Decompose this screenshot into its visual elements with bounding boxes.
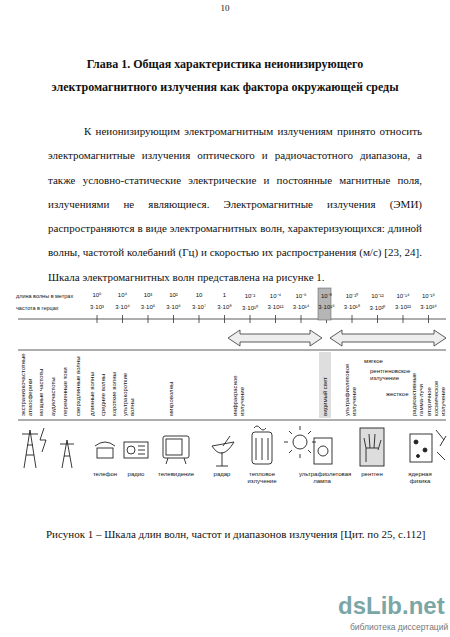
frequency-value: 3·10⁷ <box>186 304 212 310</box>
scale-axis <box>18 319 446 320</box>
band-label: сверхдлинные волны <box>75 354 82 416</box>
band-label: мощные частоты <box>38 354 45 416</box>
source-icons <box>293 435 307 449</box>
source-icons <box>414 440 418 444</box>
frequency-value: 3·10⁴ <box>110 304 136 310</box>
band-label: вторичное космическое излучение <box>426 354 447 416</box>
wavelength-value: 10⁻⁴ <box>263 292 289 300</box>
range-arrow <box>228 330 322 346</box>
band-label: рентгеновское излучение <box>370 368 418 382</box>
frequency-value: 3·10¹⁸ <box>339 304 365 310</box>
source-label: радар <box>207 471 237 478</box>
source-icons <box>163 436 189 458</box>
watermark: dsLib.net <box>338 592 445 620</box>
range-arrow <box>330 330 446 346</box>
frequency-value: 3·10⁶ <box>161 304 187 310</box>
scale-axis <box>18 350 446 351</box>
band-label: радиоактивные гамма-лучи <box>411 354 425 416</box>
frequency-value: 3·10¹² <box>263 304 289 310</box>
source-icons <box>22 430 38 468</box>
source-label: ультрафиолетовая лампа <box>299 471 345 485</box>
band-label: мягкое <box>364 358 404 365</box>
frequency-value: 3·10²⁰ <box>365 304 391 312</box>
axis-label: частота в герцах <box>16 305 88 311</box>
frequency-value: 3·10¹⁰ <box>237 304 263 312</box>
band-label: экстранизкочастотные атмосферики <box>20 354 34 416</box>
page-number: 10 <box>205 3 245 13</box>
wavelength-value: 10⁻¹⁰ <box>339 292 365 300</box>
chapter-heading: Глава 1. Общая характеристика неионизиру… <box>50 53 400 99</box>
source-icons <box>410 434 432 462</box>
range-arrow <box>228 330 446 346</box>
scale-axis <box>18 420 446 421</box>
source-label: рентген <box>355 471 389 478</box>
wavelength-value: 10⁻¹² <box>365 292 391 300</box>
source-icons <box>127 446 135 454</box>
source-icons <box>166 458 186 464</box>
axis-label: длина волны в метрах <box>16 293 88 299</box>
source-icons <box>284 426 316 458</box>
source-label: радио <box>121 471 151 478</box>
figure-caption: Рисунок 1 – Шкала длин волн, частот и ди… <box>46 528 425 540</box>
body-paragraph: К неионизирующим электромагнитным излуче… <box>48 119 422 289</box>
source-icons <box>254 426 268 460</box>
source-icons <box>216 436 230 466</box>
band-label: аудиочастоты <box>50 354 57 416</box>
wavelength-value: 1 <box>212 292 238 298</box>
band-label: микроволны <box>168 354 175 416</box>
source-icons <box>436 430 446 460</box>
band-label: инфракрасное излучение <box>232 354 246 416</box>
frequency-value: 3·10²² <box>390 304 416 310</box>
frequency-value: 3·10⁵ <box>135 304 161 310</box>
visible-light-band: видимый свет <box>319 352 331 418</box>
source-icons <box>212 442 234 453</box>
frequency-value: 3·10¹⁴ <box>288 304 314 310</box>
source-icons <box>360 428 384 466</box>
band-label: переменные токи <box>62 354 69 416</box>
source-icons <box>22 426 446 468</box>
frequency-value: 3·10³ <box>84 304 110 310</box>
source-icons <box>166 439 182 455</box>
source-icons <box>40 428 46 452</box>
wavelength-value: 10⁻² <box>237 292 263 300</box>
source-icons <box>97 448 113 458</box>
source-icons <box>417 455 420 458</box>
source-icons <box>124 442 148 458</box>
band-label: средние волны <box>100 354 107 416</box>
source-icons <box>364 434 381 462</box>
source-label: телевидение <box>154 471 198 478</box>
band-label: короткие волны <box>111 354 118 416</box>
band-label: ультрафиолетовое излучение <box>344 354 358 416</box>
wavelength-value: 10 <box>186 292 212 298</box>
wavelength-value: 10³ <box>135 292 161 298</box>
source-icons <box>423 448 427 452</box>
wavelength-value: 10⁻¹⁶ <box>416 292 442 300</box>
band-label: видимый свет <box>322 354 329 416</box>
source-label: ядерная физика <box>400 471 440 485</box>
frequency-value: 3·10¹⁶ <box>314 304 340 310</box>
wavelength-value: 10² <box>161 292 187 298</box>
source-label: телефон <box>87 471 123 478</box>
band-label: ультракороткие волны <box>122 354 136 416</box>
source-icons <box>138 446 145 454</box>
watermark: библиотека диссертаций <box>350 622 448 632</box>
wavelength-value: 10⁻¹⁴ <box>390 292 416 300</box>
source-icons <box>95 442 115 446</box>
source-label: тепловое излучение <box>241 471 283 485</box>
scale-axis <box>97 315 429 323</box>
wavelength-value: 10⁻⁶ <box>288 292 314 300</box>
source-icons <box>60 440 74 468</box>
wavelength-value: 10⁻⁸ <box>314 292 340 300</box>
frequency-value: 3·10⁸ <box>212 304 238 310</box>
band-label: длинные волны <box>89 354 96 416</box>
scale-axis <box>18 315 446 420</box>
source-icons <box>314 438 332 464</box>
source-icons <box>318 446 328 456</box>
wavelength-value: 10⁴ <box>110 292 136 298</box>
frequency-value: 3·10²⁴ <box>416 304 442 310</box>
wavelength-value: 10⁵ <box>84 292 110 298</box>
